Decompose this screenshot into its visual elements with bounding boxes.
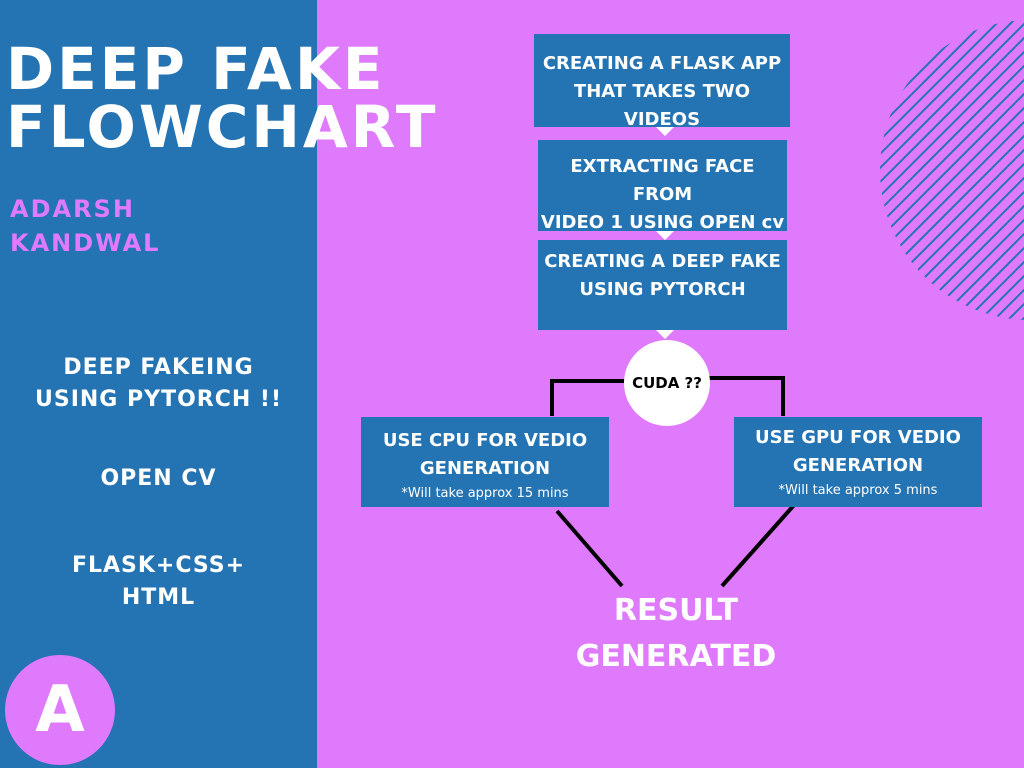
- cpu-branch-note: *Will take approx 15 mins: [401, 486, 569, 501]
- author-name: ADARSH KANDWAL: [10, 195, 161, 257]
- cuda-decision-node: CUDA ??: [624, 340, 710, 426]
- arrow-down-icon: [656, 127, 674, 136]
- gpu-branch-box: USE GPU FOR VEDIO GENERATION *Will take …: [734, 417, 982, 507]
- feature-opencv: OPEN CV: [100, 466, 217, 491]
- cpu-branch-label: USE CPU FOR VEDIO GENERATION: [382, 430, 588, 479]
- gpu-branch-label: USE GPU FOR VEDIO GENERATION: [755, 427, 961, 476]
- connector-cpu-to-result: [555, 509, 624, 588]
- hatched-circle-decoration: [880, 20, 1024, 320]
- arrow-down-icon: [656, 231, 674, 240]
- step-extract-face: EXTRACTING FACE FROM VIDEO 1 USING OPEN …: [538, 140, 787, 233]
- step-create-flask-app-label: CREATING A FLASK APP THAT TAKES TWO VIDE…: [542, 53, 782, 130]
- connector-to-gpu: [709, 376, 785, 416]
- connector-gpu-to-result: [720, 502, 797, 588]
- sidebar-panel: DEEP FAKE FLOWCHART ADARSH KANDWAL DEEP …: [0, 0, 435, 768]
- step-create-deep-fake: CREATING A DEEP FAKE USING PYTORCH: [538, 240, 787, 330]
- step-create-deep-fake-label: CREATING A DEEP FAKE USING PYTORCH: [544, 251, 781, 300]
- feature-flask: FLASK+CSS+ HTML: [71, 553, 246, 610]
- cuda-decision-label: CUDA ??: [632, 374, 702, 392]
- diagram-title: DEEP FAKE FLOWCHART: [6, 35, 439, 161]
- cpu-branch-box: USE CPU FOR VEDIO GENERATION *Will take …: [361, 417, 609, 507]
- arrow-down-icon: [656, 330, 674, 339]
- gpu-branch-note: *Will take approx 5 mins: [778, 483, 938, 498]
- result-generated: RESULT GENERATED: [575, 593, 777, 674]
- feature-pytorch: DEEP FAKEING USING PYTORCH !!: [34, 355, 282, 412]
- step-create-flask-app: CREATING A FLASK APP THAT TAKES TWO VIDE…: [534, 34, 790, 130]
- connector-to-cpu: [550, 379, 625, 416]
- logo-badge: A: [5, 655, 115, 765]
- step-extract-face-label: EXTRACTING FACE FROM VIDEO 1 USING OPEN …: [540, 156, 785, 233]
